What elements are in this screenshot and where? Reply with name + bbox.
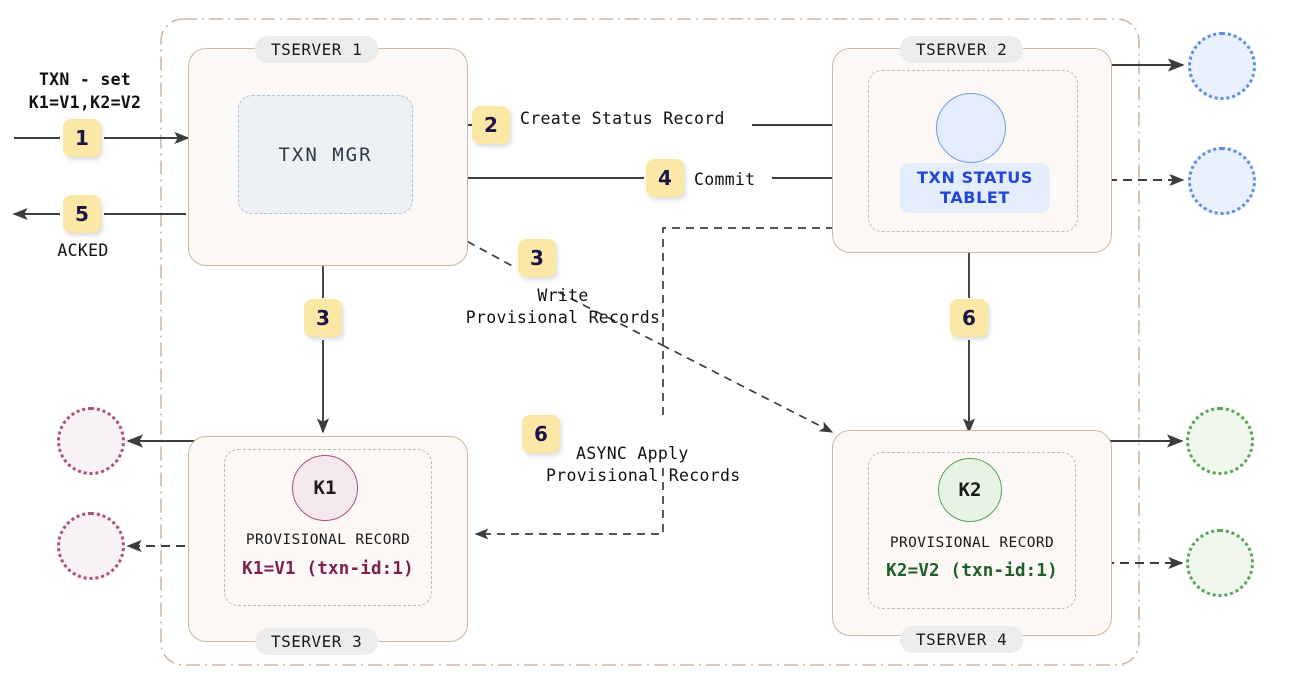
tserver-4-record-value: K2=V2 (txn-id:1) (886, 561, 1058, 581)
tserver-3-record-title: PROVISIONAL RECORD (245, 532, 411, 548)
label-write-line1: Write (537, 286, 589, 305)
replica-circle-green-1 (1186, 407, 1254, 475)
txn-mgr-label: TXN MGR (278, 143, 373, 166)
step-badge-6-right[interactable]: 6 (950, 299, 988, 337)
step-badge-1[interactable]: 1 (63, 119, 101, 157)
k1-key-circle[interactable]: K1 (292, 455, 358, 521)
txn-mgr-box[interactable]: TXN MGR (238, 95, 413, 214)
client-request-line2: K1=V1,K2=V2 (28, 93, 142, 112)
replica-circle-pink-1 (57, 407, 125, 475)
tserver-4-label: TSERVER 4 (900, 626, 1024, 653)
replica-circle-green-2 (1186, 529, 1254, 597)
step-badge-2[interactable]: 2 (472, 106, 510, 144)
label-create-status-record: Create Status Record (520, 109, 725, 128)
step-badge-3-left[interactable]: 3 (304, 299, 342, 337)
tserver-4-record-region (868, 452, 1076, 609)
txn-status-tablet-leader[interactable] (936, 93, 1006, 163)
replica-circle-pink-2 (57, 512, 125, 580)
tserver-1-label: TSERVER 1 (255, 36, 379, 63)
replica-circle-blue-1 (1188, 32, 1256, 100)
replica-circle-blue-2 (1188, 147, 1256, 215)
txn-status-tablet-line2: TABLET (940, 188, 1010, 207)
acked-label: ACKED (57, 241, 109, 260)
label-commit: Commit (694, 170, 756, 189)
txn-status-tablet-pill: TXN STATUS TABLET (900, 163, 1050, 213)
tserver-2-tablet-region (868, 70, 1078, 232)
edge-write-prov-k2 (661, 344, 834, 433)
label-async-line2: Provisional Records (546, 466, 741, 485)
label-async-line1: ASYNC Apply (576, 444, 689, 463)
step-badge-5[interactable]: 5 (63, 195, 101, 233)
k2-key-circle[interactable]: K2 (938, 458, 1002, 522)
tserver-3-label: TSERVER 3 (255, 628, 379, 655)
step-badge-4[interactable]: 4 (646, 159, 684, 197)
label-write-line2: Provisional Records (465, 308, 661, 327)
step-badge-6-async[interactable]: 6 (522, 415, 560, 453)
tserver-2-label: TSERVER 2 (900, 36, 1024, 63)
tserver-3-record-value: K1=V1 (txn-id:1) (242, 559, 414, 579)
edge-async-apply-a (662, 227, 862, 420)
tserver-1-box[interactable] (188, 48, 468, 266)
tserver-3-record-region (224, 449, 432, 606)
client-request-line1: TXN - set (38, 70, 132, 89)
step-badge-3-write[interactable]: 3 (518, 239, 556, 277)
tserver-4-record-title: PROVISIONAL RECORD (889, 535, 1055, 551)
txn-status-tablet-line1: TXN STATUS (917, 167, 1033, 187)
